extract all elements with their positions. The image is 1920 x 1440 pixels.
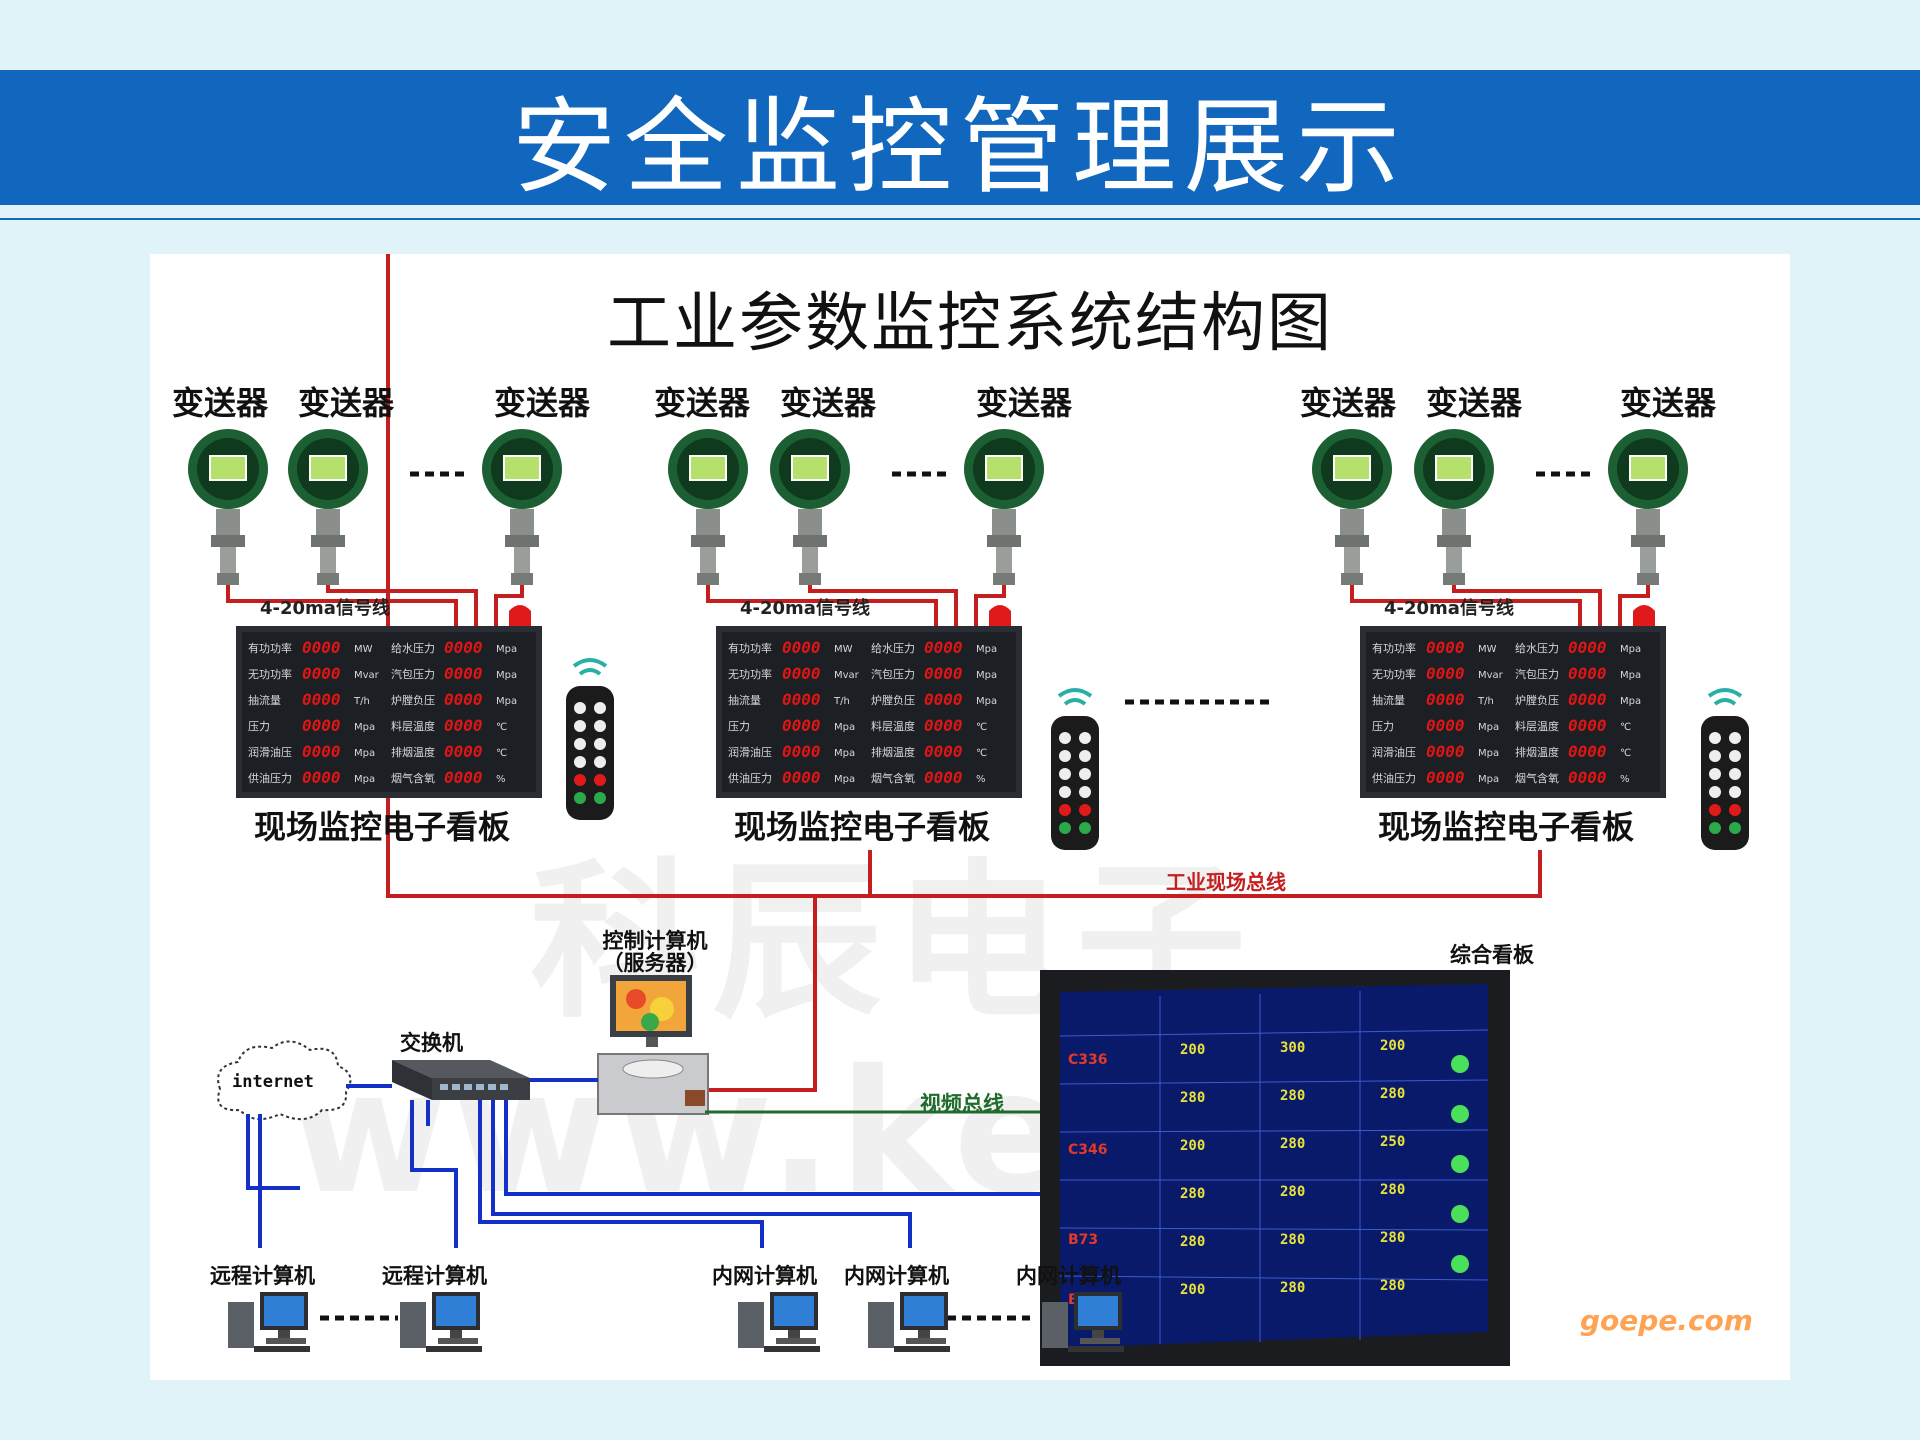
svg-text:280: 280 (1180, 1186, 1205, 1202)
transmitter-label: 变送器 (1426, 384, 1523, 422)
svg-text:280: 280 (1380, 1278, 1405, 1294)
field-board-label: 现场监控电子看板 (1378, 808, 1635, 846)
svg-text:300: 300 (1280, 1040, 1305, 1056)
signal-line-label: 4-20ma信号线 (740, 598, 870, 619)
title-banner: 安全监控管理展示 (0, 70, 1920, 208)
transmitter-label: 变送器 (494, 384, 591, 422)
svg-text:280: 280 (1280, 1136, 1305, 1152)
field-board-label: 现场监控电子看板 (254, 808, 511, 846)
intranet-pc-label: 内网计算机 (712, 1264, 817, 1288)
diagram-drawing: 有功功率给水压力 无功功率汽包压力 抽流量炉膛负压 压力料层温度 润滑油压排烟温… (187, 254, 1751, 1366)
svg-text:C346: C346 (1068, 1142, 1108, 1158)
transmitter-label: 变送器 (172, 384, 269, 422)
svg-text:280: 280 (1380, 1230, 1405, 1246)
intranet-pc-label: 内网计算机 (844, 1264, 949, 1288)
switch-label: 交换机 (400, 1031, 463, 1055)
field-bus-label: 工业现场总线 (1166, 870, 1286, 894)
video-bus-label: 视频总线 (920, 1092, 1004, 1116)
svg-text:280: 280 (1180, 1090, 1205, 1106)
remote-pc-label: 远程计算机 (210, 1264, 315, 1288)
control-computer-label: 控制计算机 （服务器） (602, 929, 708, 975)
svg-text:250: 250 (1380, 1134, 1405, 1150)
banner-underline (0, 218, 1920, 220)
svg-text:200: 200 (1180, 1138, 1205, 1154)
svg-text:C336: C336 (1068, 1052, 1108, 1068)
signal-line-label: 4-20ma信号线 (260, 598, 390, 619)
intranet-pc-label: 内网计算机 (1016, 1264, 1121, 1288)
svg-text:280: 280 (1380, 1086, 1405, 1102)
svg-text:280: 280 (1280, 1184, 1305, 1200)
transmitter-label: 变送器 (1300, 384, 1397, 422)
transmitter-label: 变送器 (298, 384, 395, 422)
svg-text:280: 280 (1180, 1234, 1205, 1250)
svg-text:280: 280 (1280, 1232, 1305, 1248)
diagram-panel: 科辰电子 www.kecdz. 有功功率给水压力 无功功率汽包压力 抽流量炉膛负… (150, 254, 1790, 1380)
transmitter-label: 变送器 (976, 384, 1073, 422)
transmitter-label: 变送器 (780, 384, 877, 422)
transmitter-label: 变送器 (654, 384, 751, 422)
svg-text:200: 200 (1380, 1038, 1405, 1054)
svg-text:200: 200 (1180, 1282, 1205, 1298)
field-board-label: 现场监控电子看板 (734, 808, 991, 846)
summary-board-label: 综合看板 (1450, 943, 1534, 967)
svg-text:200: 200 (1180, 1042, 1205, 1058)
transmitter-label: 变送器 (1620, 384, 1717, 422)
svg-text:B73: B73 (1068, 1232, 1098, 1248)
page-title: 安全监控管理展示 (511, 86, 1408, 208)
svg-text:280: 280 (1280, 1280, 1305, 1296)
display-logo: goepe.com (1580, 1304, 1753, 1337)
svg-text:280: 280 (1280, 1088, 1305, 1104)
remote-pc-label: 远程计算机 (382, 1264, 487, 1288)
signal-line-label: 4-20ma信号线 (1384, 598, 1514, 619)
diagram-title: 工业参数监控系统结构图 (607, 287, 1333, 361)
svg-text:280: 280 (1380, 1182, 1405, 1198)
internet-label: internet (232, 1072, 314, 1092)
